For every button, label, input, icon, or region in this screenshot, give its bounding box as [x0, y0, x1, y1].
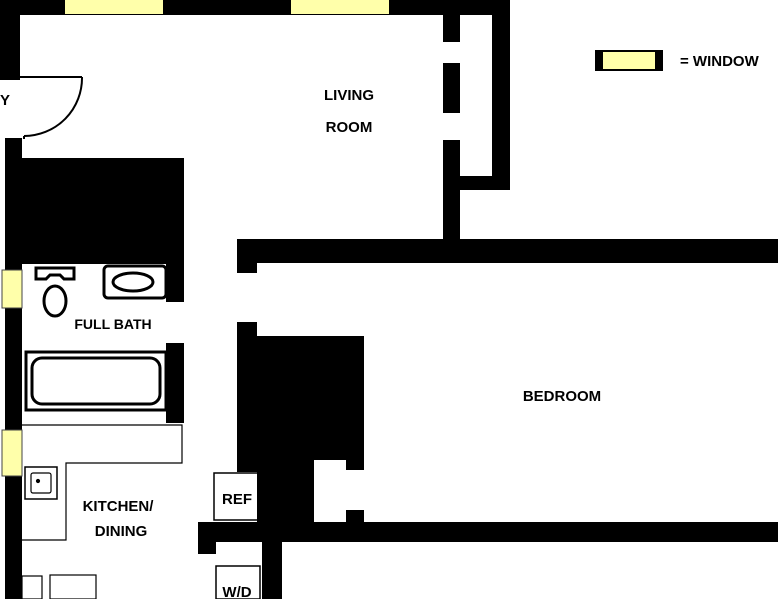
bath-sink-basin — [111, 271, 155, 293]
bathtub-basin — [30, 356, 162, 406]
window-top-2 — [291, 0, 389, 14]
kitchen-label-line2: DINING — [95, 523, 148, 540]
wall-living-bedroom — [237, 239, 778, 263]
legend-window-label: = WINDOW — [680, 53, 760, 70]
wall-core-left — [237, 322, 257, 472]
toilet-bowl — [42, 284, 68, 318]
window-bath — [1, 269, 23, 309]
refrigerator-label: REF — [222, 491, 252, 508]
wall-bedroom-bottom — [198, 522, 778, 542]
core-block — [257, 336, 364, 460]
kitchen-fixtures — [21, 424, 261, 599]
legend: = WINDOW — [595, 50, 760, 71]
bath-fixtures — [24, 264, 168, 412]
washer-dryer-label: W/D — [222, 584, 251, 599]
living-room-label-line1: LIVING — [324, 87, 374, 104]
bathtub — [24, 350, 168, 412]
bedroom-label: BEDROOM — [523, 388, 601, 405]
bath-sink — [102, 264, 168, 300]
washer-dryer-box — [215, 565, 261, 599]
closet-block — [22, 158, 184, 264]
wall-living-inner-3 — [443, 140, 460, 240]
window-top-1 — [65, 0, 163, 14]
wall-left-upper — [0, 0, 20, 80]
wall-living-inner-1 — [443, 15, 460, 42]
core-nub-1 — [346, 460, 364, 470]
wall-kitchen-post — [198, 522, 216, 554]
wall-living-right — [492, 0, 510, 190]
cabinet-right — [49, 574, 97, 599]
kitchen-label-line1: KITCHEN/ — [83, 498, 155, 515]
living-room-label-line2: ROOM — [326, 119, 373, 136]
refrigerator-box — [213, 472, 261, 521]
wall-living-inner-2 — [443, 63, 460, 113]
bath-wall-lower-right — [166, 343, 184, 423]
kitchen-counter — [22, 424, 183, 541]
door-swing-arc — [23, 76, 84, 137]
core-block-lower — [257, 460, 314, 524]
wall-wd-right — [262, 522, 282, 599]
legend-window-swatch — [603, 52, 655, 69]
wall-left-lower — [5, 138, 22, 599]
entry-label-fragment: Y — [0, 92, 10, 109]
kitchen-sink — [24, 466, 58, 500]
room-labels: LIVING ROOM BEDROOM FULL BATH KITCHEN/ D… — [0, 87, 601, 599]
window-kitchen — [1, 429, 23, 477]
wall-bedroom-post — [237, 239, 257, 273]
windows — [1, 0, 389, 477]
full-bath-label: FULL BATH — [74, 316, 151, 332]
core-nub-2 — [346, 510, 364, 524]
kitchen-sink-basin — [30, 472, 52, 494]
wall-living-corner — [460, 176, 510, 190]
bath-wall-upper-right — [166, 264, 184, 302]
cabinet-left — [21, 575, 43, 599]
toilet-tank — [34, 266, 76, 281]
entry-door — [0, 76, 84, 139]
